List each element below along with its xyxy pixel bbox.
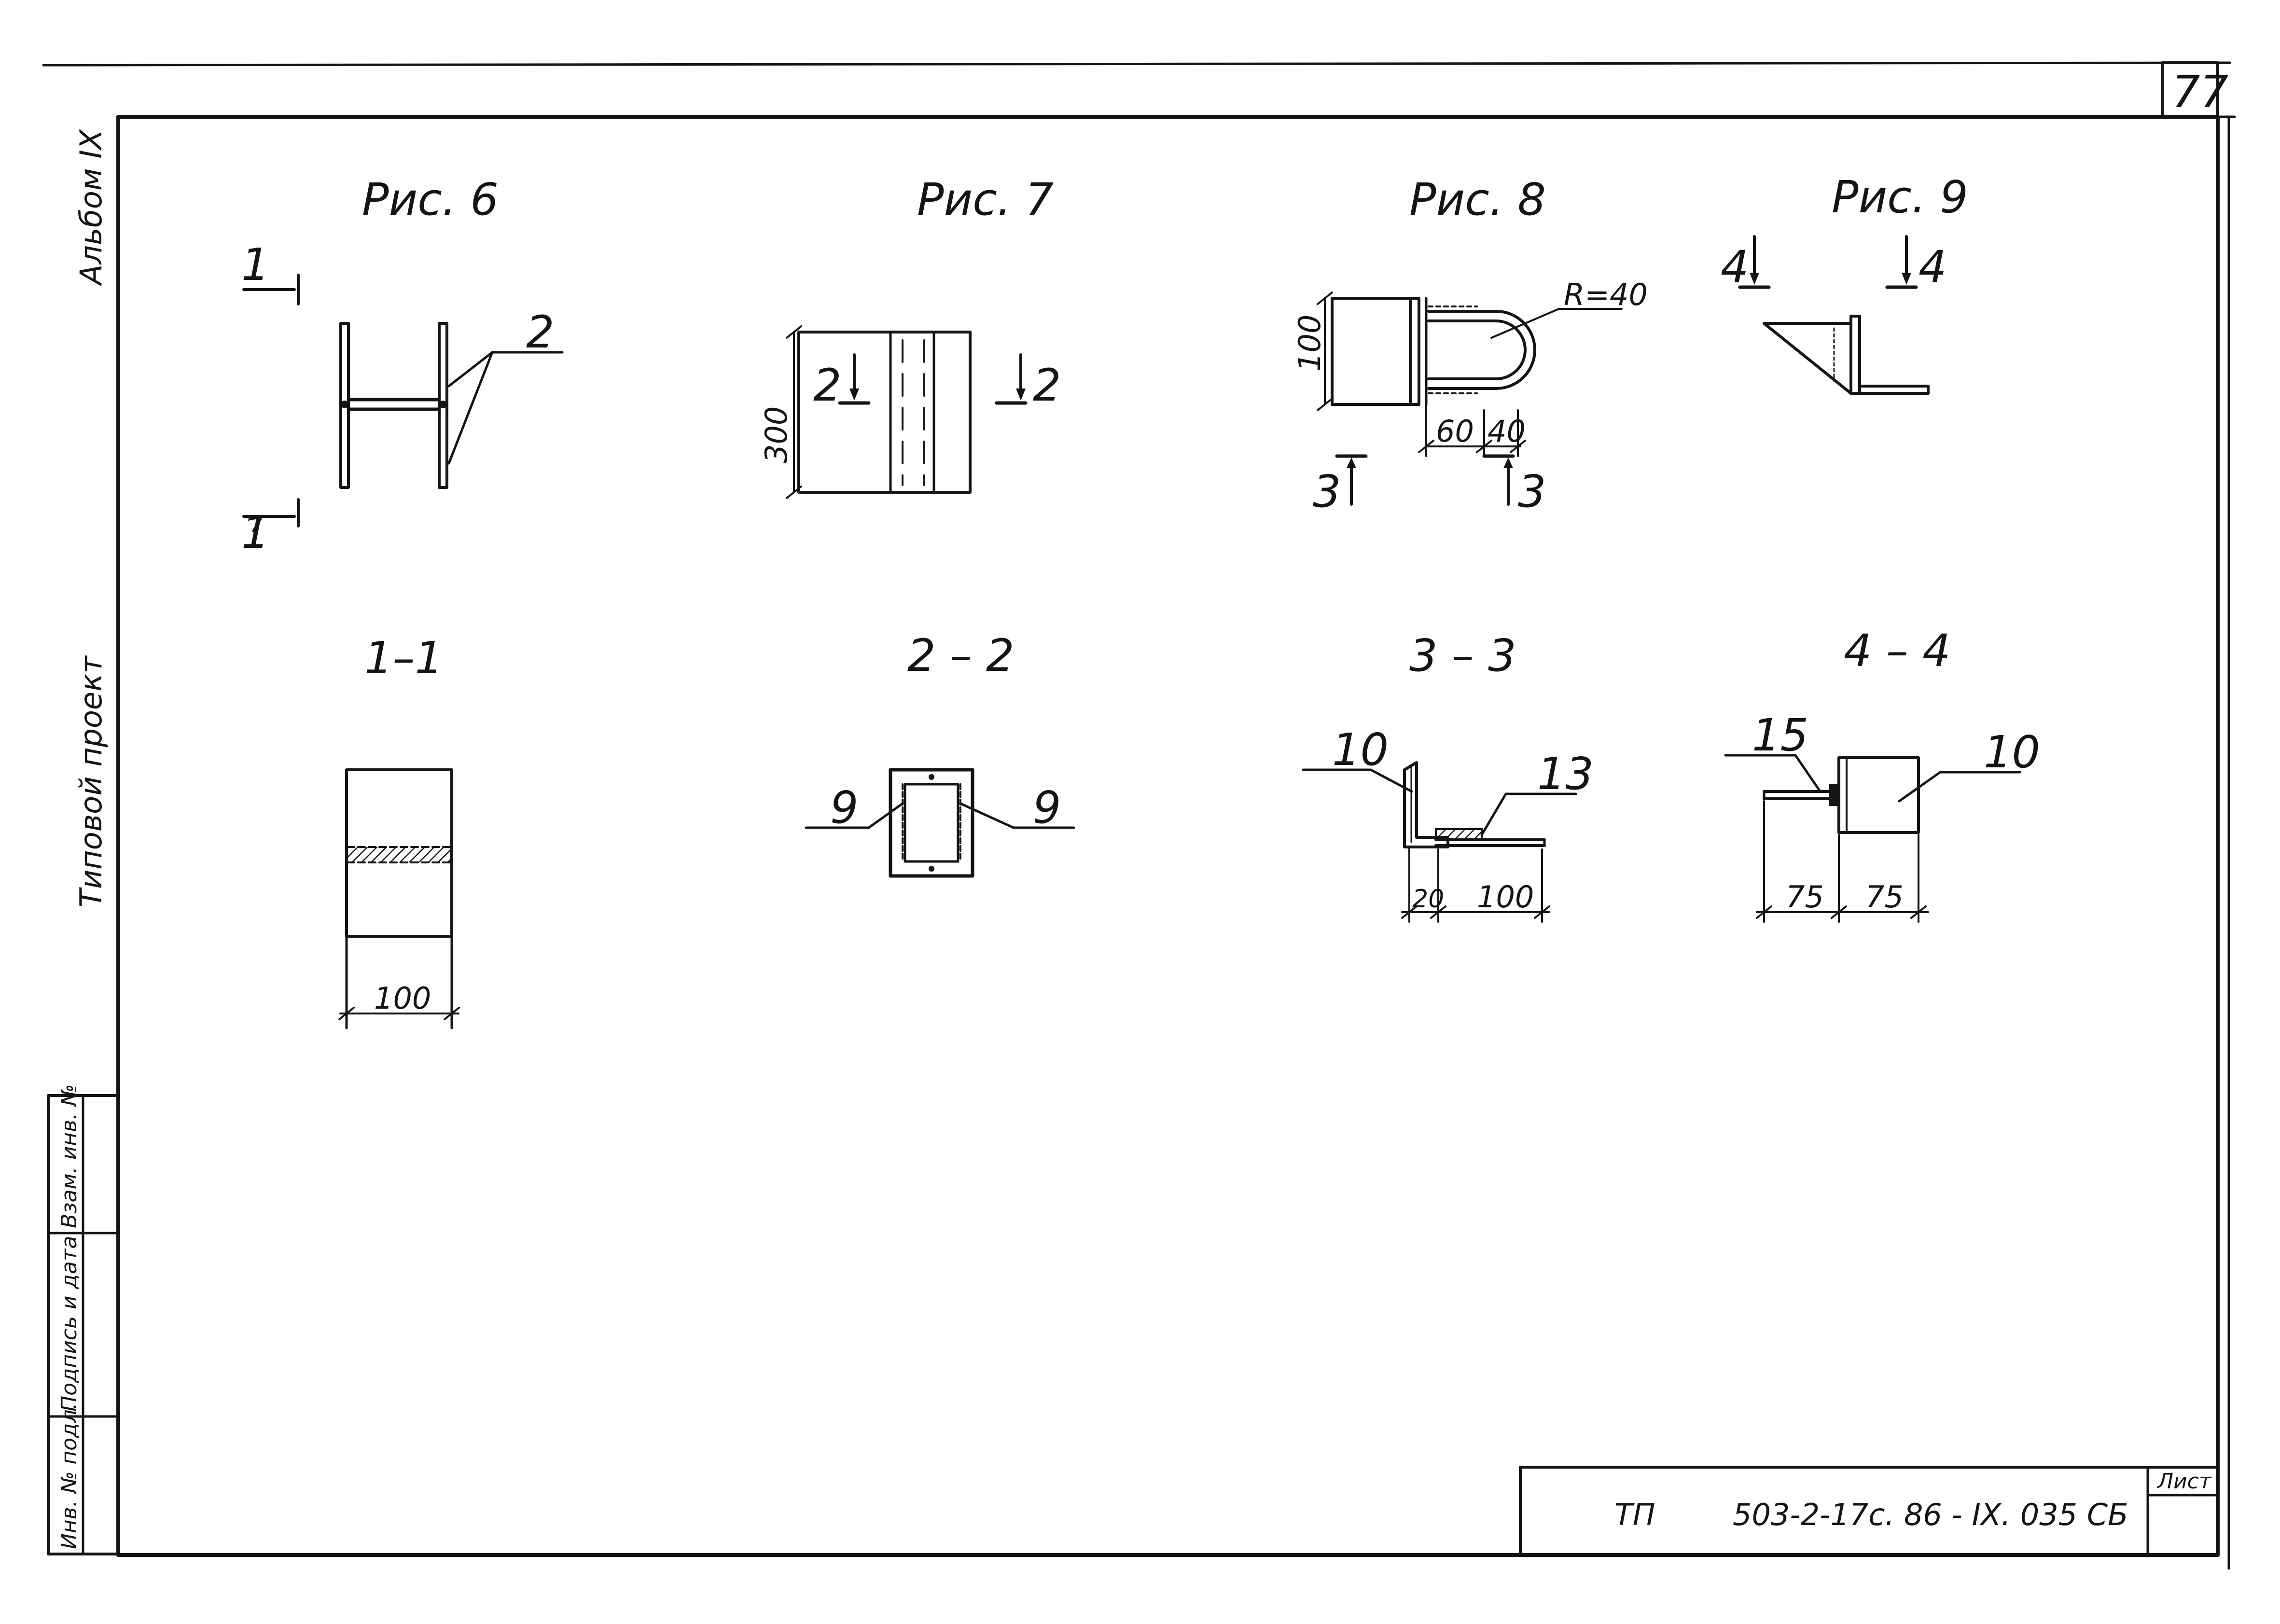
section-4-4-leader-right: 10 <box>1984 726 2040 778</box>
fig7-dim-height: 300 <box>759 406 794 463</box>
section-2-2-drawing <box>805 768 1075 878</box>
sheet-number-box <box>2161 61 2219 118</box>
fig6-leader-label: 2 <box>526 306 555 358</box>
sheet-number: 77 <box>2172 66 2228 118</box>
fig6-cut-mark-top: 1 <box>241 239 270 291</box>
sheet-label: Лист <box>2156 1469 2212 1494</box>
fig9-title: Рис. 9 <box>1832 171 1968 223</box>
album-label: Альбом IX <box>73 128 109 287</box>
fig8-cut-mark-right: 3 <box>1518 466 1546 517</box>
section-1-1-dim-width: 100 <box>374 981 431 1016</box>
title-block <box>1519 1466 2219 1556</box>
project-label: Типовой проект <box>73 655 109 907</box>
stamp-sign-label: Подпись и дата <box>57 1236 82 1412</box>
drawing-frame <box>42 61 2236 1570</box>
section-4-4-drawing <box>1724 754 2021 923</box>
fig8-dim-a: 60 <box>1436 414 1474 449</box>
stamp-inv-label: Инв. № подл. <box>57 1402 82 1549</box>
document-code: 503-2-17с. 86 - IX. 035 СБ <box>1733 1497 2128 1532</box>
section-4-4-dim-b: 75 <box>1865 879 1904 915</box>
fig6-cut-mark-bottom: 1 <box>241 507 270 558</box>
fig8-dim-b: 40 <box>1488 414 1526 449</box>
fig7-cut-mark-left: 2 <box>813 360 842 411</box>
section-3-3-drawing <box>1302 761 1577 923</box>
section-2-2-leader-right: 9 <box>1033 782 1061 833</box>
fig6-drawing <box>242 274 564 532</box>
section-3-3-title: 3 – 3 <box>1409 630 1516 681</box>
fig9-drawing <box>1738 235 1930 395</box>
section-3-3-dim-a: 20 <box>1412 885 1444 914</box>
fig7-cut-mark-right: 2 <box>1033 360 1061 411</box>
left-stamp <box>47 1094 120 1555</box>
section-3-3-dim-b: 100 <box>1477 879 1534 915</box>
fig7-drawing <box>786 325 1028 499</box>
section-1-1-title: 1–1 <box>364 632 443 684</box>
section-2-2-title: 2 – 2 <box>907 630 1015 681</box>
section-3-3-leader-right: 13 <box>1537 748 1594 800</box>
section-1-1-drawing <box>338 768 460 1029</box>
fig8-drawing <box>1317 291 1623 506</box>
section-4-4-leader-left: 15 <box>1752 709 1808 761</box>
fig6-title: Рис. 6 <box>362 174 499 225</box>
section-3-3-leader-left: 10 <box>1332 724 1389 776</box>
fig8-dim-height: 100 <box>1292 315 1327 372</box>
title-prefix: ТП <box>1614 1497 1655 1532</box>
fig8-title: Рис. 8 <box>1409 174 1546 225</box>
fig8-cut-mark-left: 3 <box>1313 466 1341 517</box>
section-4-4-title: 4 – 4 <box>1844 625 1951 677</box>
section-4-4-dim-a: 75 <box>1786 879 1824 915</box>
fig8-radius-label: R=40 <box>1564 277 1648 312</box>
stamp-replace-label: Взам. инв. № <box>57 1084 82 1228</box>
fig9-cut-mark-left: 4 <box>1721 241 1749 293</box>
fig7-title: Рис. 7 <box>917 174 1054 225</box>
fig9-cut-mark-right: 4 <box>1919 241 1947 293</box>
section-2-2-leader-left: 9 <box>830 782 859 833</box>
